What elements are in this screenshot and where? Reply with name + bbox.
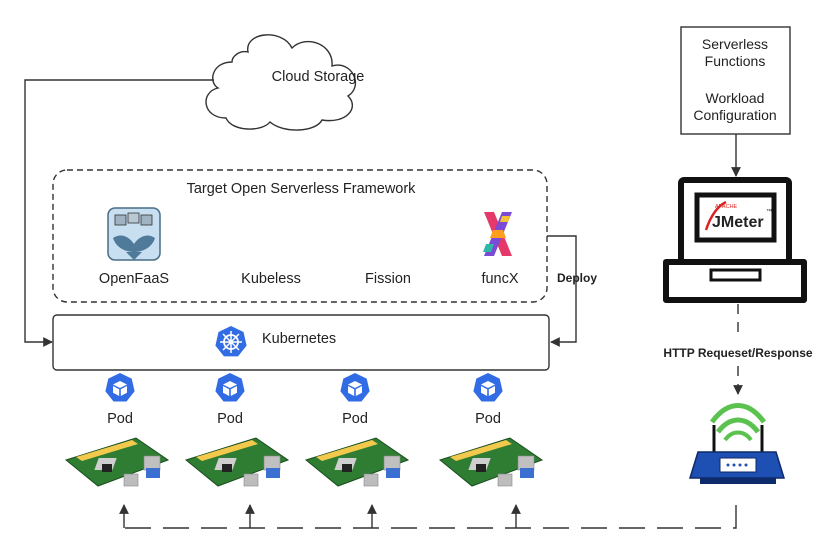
pod-icon — [473, 373, 503, 402]
pod-label: Pod — [217, 411, 243, 427]
workload-line-1: Serverless — [701, 36, 769, 52]
framework-box — [52, 169, 548, 303]
pod-label: Pod — [342, 411, 368, 427]
pod-label: Pod — [475, 411, 501, 427]
jmeter-logo: APACHE JMeter ™ — [704, 200, 772, 231]
openfaas-icon — [107, 207, 161, 261]
jmeter-tm-text: ™ — [766, 208, 772, 215]
jmeter-name-text: JMeter — [712, 214, 764, 231]
raspberry-pi-board-icon — [184, 437, 290, 487]
funcx-label: funcX — [481, 271, 519, 287]
kubernetes-icon — [215, 326, 247, 357]
workload-line-2: Functions — [704, 53, 766, 69]
http-label: HTTP Requeset/Response — [663, 346, 813, 360]
workload-line-4: Configuration — [693, 107, 777, 123]
laptop-icon — [663, 177, 807, 303]
pod-label: Pod — [107, 411, 133, 427]
openfaas-label: OpenFaaS — [98, 271, 170, 287]
workload-line-3: Workload — [705, 90, 765, 106]
router-icon — [688, 403, 786, 484]
cloud-to-kubernetes-arrow — [24, 79, 214, 347]
router-to-pods-dashed-line — [124, 505, 737, 529]
cloud-storage-label: Cloud Storage — [271, 69, 365, 85]
deploy-label: Deploy — [557, 271, 598, 285]
raspberry-pi-board-icon — [304, 437, 410, 487]
funcx-icon — [483, 212, 512, 256]
kubernetes-label: Kubernetes — [262, 331, 337, 347]
pod-icon — [105, 373, 135, 402]
cloud-shape — [205, 34, 357, 131]
raspberry-pi-board-icon — [438, 437, 544, 487]
workload-box — [680, 26, 791, 135]
pod-icon — [340, 373, 370, 402]
fission-label: Fission — [365, 271, 411, 287]
deploy-arrow — [547, 235, 577, 347]
framework-title: Target Open Serverless Framework — [186, 181, 416, 197]
raspberry-pi-board-icon — [64, 437, 170, 487]
kubeless-label: Kubeless — [241, 271, 301, 287]
kubernetes-box — [52, 314, 550, 371]
jmeter-vendor-text: APACHE — [715, 204, 738, 210]
pod-icon — [215, 373, 245, 402]
